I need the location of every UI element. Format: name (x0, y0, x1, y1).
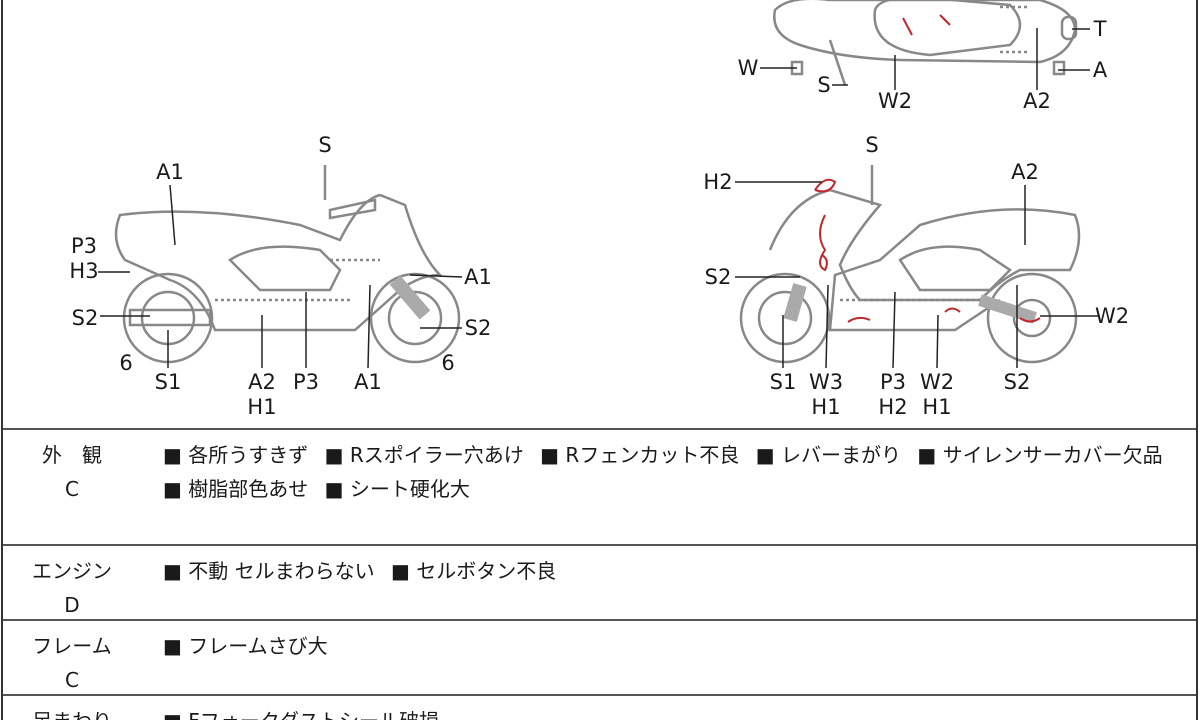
frame-border-left (1, 0, 3, 720)
scooter-top-view (773, 0, 1078, 86)
condition-item: レバーまがり (756, 443, 901, 467)
diagram-label: P3 (70, 234, 98, 258)
diagram-label: P3 (879, 370, 907, 394)
diagram-label: W3 (808, 370, 844, 394)
leader-lines (98, 28, 1098, 369)
diagram-label: P3 (292, 370, 320, 394)
diagram-label: H1 (811, 395, 841, 419)
frame-border-right (1196, 0, 1198, 720)
condition-item: Rスポイラー穴あけ (325, 443, 524, 467)
scooter-diagram (98, 0, 1098, 369)
condition-item: フレームさび大 (163, 634, 328, 658)
section-frame: フレーム C フレームさび大 (3, 619, 1196, 695)
diagram-label: W2 (877, 89, 913, 113)
diagram-label: H1 (247, 395, 277, 419)
diagram-label: S1 (154, 370, 182, 394)
diagram-label: H2 (878, 395, 908, 419)
condition-item: 樹脂部色あせ (163, 477, 308, 501)
section-category: 足まわり (29, 704, 115, 720)
diagram-label: S2 (1003, 370, 1031, 394)
diagram-label: W (737, 56, 759, 80)
section-grade: C (65, 477, 79, 501)
diagram-label: A1 (354, 370, 382, 394)
diagram-label: S2 (704, 265, 732, 289)
diagram-label: S (817, 73, 831, 97)
diagram-label: S2 (464, 316, 492, 340)
condition-item: シート硬化大 (325, 477, 470, 501)
diagram-label: A1 (156, 160, 184, 184)
diagram-label: H2 (703, 170, 733, 194)
diagram-label: S1 (769, 370, 797, 394)
diagram-label: S (318, 133, 332, 157)
diagram-label: T (1093, 17, 1107, 41)
section-grade: C (65, 668, 79, 692)
scooter-right-view (739, 165, 1081, 364)
diagram-label: A (1092, 58, 1108, 82)
diagram-label: H3 (69, 259, 99, 283)
damage-marks (814, 14, 1041, 323)
diagram-label: A2 (248, 370, 276, 394)
section-category: 外 観 (42, 443, 102, 467)
diagram-label: H1 (922, 395, 952, 419)
condition-item: Fフォークダストシール破損 (163, 709, 439, 720)
diagram-label: S2 (71, 306, 99, 330)
section-suspension: 足まわり Fフォークダストシール破損 (3, 694, 1196, 720)
diagram-label: A2 (1011, 160, 1039, 184)
diagram-label: 6 (119, 351, 133, 375)
condition-item: 不動 セルまわらない (163, 559, 375, 583)
diagram-label: 6 (441, 351, 455, 375)
condition-item: 各所うすきず (163, 443, 308, 467)
condition-item: セルボタン不良 (391, 559, 556, 583)
section-grade: D (64, 593, 80, 617)
section-category: フレーム (32, 634, 112, 658)
diagram-label: W2 (1094, 304, 1130, 328)
section-category: エンジン (32, 559, 112, 583)
section-exterior: 外 観 C 各所うすきず Rスポイラー穴あけ Rフェンカット不良 レバーまがり サ… (3, 428, 1196, 545)
diagram-label: A2 (1023, 89, 1051, 113)
diagram-label: S (865, 133, 879, 157)
diagram-label: A1 (464, 265, 492, 289)
condition-item: サイレンサーカバー欠品 (917, 443, 1162, 467)
section-engine: エンジン D 不動 セルまわらない セルボタン不良 (3, 544, 1196, 620)
condition-item: Rフェンカット不良 (540, 443, 739, 467)
diagram-label: W2 (919, 370, 955, 394)
